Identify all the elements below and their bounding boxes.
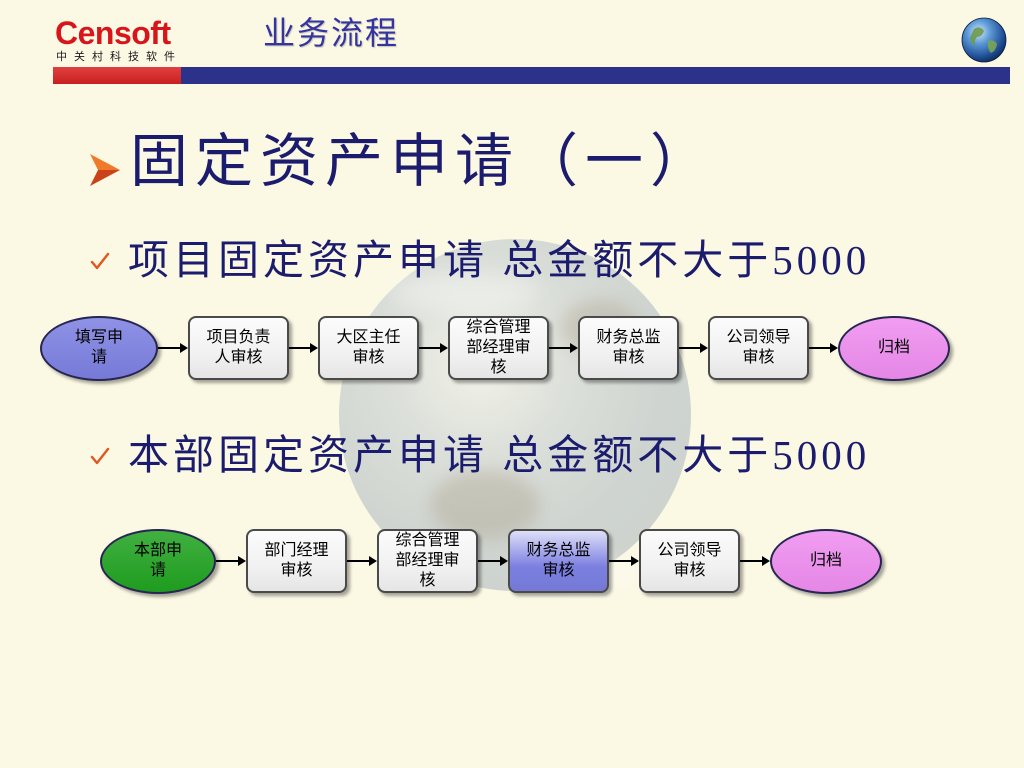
node-label-line: 审核 xyxy=(673,562,706,579)
flow-arrow xyxy=(419,343,448,353)
node-label-line: 公司领导 xyxy=(657,542,722,559)
node-label-line: 审核 xyxy=(280,562,313,579)
flowchart-project-asset-application: 填写申 请 项目负责 人审核 大区主任 审核 综合管理 部经理审 核 财务总监 … xyxy=(40,315,950,381)
node-company-leadership-review: 公司领导 审核 xyxy=(708,316,809,380)
logo-text: Censoft xyxy=(55,15,171,51)
node-label-line: 综合管理 xyxy=(395,532,460,549)
flow-arrow xyxy=(347,556,377,566)
node-label-line: 本部申 xyxy=(133,542,182,559)
background-globe-cloud xyxy=(390,272,540,312)
node-general-management-manager-review: 综合管理 部经理审 核 xyxy=(377,529,478,593)
node-label-line: 部门经理 xyxy=(264,542,329,559)
node-label-line: 填写申 xyxy=(74,329,123,346)
flow-arrow xyxy=(609,556,639,566)
node-label-line: 部经理审 xyxy=(466,339,531,356)
slide-heading: 固定资产申请（一） xyxy=(130,129,716,194)
flow-arrow xyxy=(679,343,708,353)
flow-arrow xyxy=(809,343,838,353)
node-fill-in-application: 填写申 请 xyxy=(40,315,158,381)
node-label-line: 审核 xyxy=(612,349,645,366)
header-bar xyxy=(181,67,1010,84)
flow-arrow xyxy=(289,343,318,353)
flow-arrow xyxy=(158,343,188,353)
header-bar-accent xyxy=(53,67,181,84)
section-title: 本部固定资产申请 总金额不大于5000 xyxy=(128,432,871,478)
page-title: 业务流程 xyxy=(263,15,400,51)
company-logo: Censoft 中关村科技软件 xyxy=(55,14,183,66)
background-globe-land xyxy=(430,470,540,540)
checkmark-icon xyxy=(90,446,110,466)
node-archive: 归档 xyxy=(770,528,882,594)
node-general-management-manager-review: 综合管理 部经理审 核 xyxy=(448,316,549,380)
node-label-line: 请 xyxy=(90,349,107,366)
flow-arrow xyxy=(478,556,508,566)
node-finance-director-review: 财务总监 审核 xyxy=(578,316,679,380)
logo-subtitle: 中关村科技软件 xyxy=(56,51,182,63)
node-label-line: 大区主任 xyxy=(336,329,401,346)
node-archive: 归档 xyxy=(838,315,950,381)
node-label-line: 人审核 xyxy=(214,349,263,366)
node-label-line: 财务总监 xyxy=(596,329,661,346)
node-label-line: 审核 xyxy=(742,349,775,366)
section-title: 项目固定资产申请 总金额不大于5000 xyxy=(128,237,871,283)
node-label-line: 审核 xyxy=(542,562,575,579)
node-label-line: 综合管理 xyxy=(466,319,531,336)
flow-arrow xyxy=(740,556,770,566)
node-label-line: 归档 xyxy=(877,339,910,356)
checkmark-icon xyxy=(90,251,110,271)
node-label-line: 核 xyxy=(490,359,507,376)
node-label-line: 财务总监 xyxy=(526,542,591,559)
node-label-line: 归档 xyxy=(809,552,842,569)
node-label-line: 核 xyxy=(419,572,436,589)
node-finance-director-review: 财务总监 审核 xyxy=(508,529,609,593)
flow-arrow xyxy=(216,556,246,566)
flowchart-headquarters-asset-application: 本部申 请 部门经理 审核 综合管理 部经理审 核 财务总监 审核 公司领导 审… xyxy=(100,528,882,594)
arrow-bullet-icon xyxy=(90,154,120,186)
node-label-line: 请 xyxy=(149,562,166,579)
node-department-manager-review: 部门经理 审核 xyxy=(246,529,347,593)
node-label-line: 项目负责 xyxy=(206,329,271,346)
node-company-leadership-review: 公司领导 审核 xyxy=(639,529,740,593)
globe-icon xyxy=(910,15,1010,65)
node-project-leader-review: 项目负责 人审核 xyxy=(188,316,289,380)
node-label-line: 审核 xyxy=(352,349,385,366)
node-headquarters-application: 本部申 请 xyxy=(100,528,216,594)
node-label-line: 公司领导 xyxy=(726,329,791,346)
node-regional-director-review: 大区主任 审核 xyxy=(318,316,419,380)
flow-arrow xyxy=(549,343,578,353)
node-label-line: 部经理审 xyxy=(395,552,460,569)
